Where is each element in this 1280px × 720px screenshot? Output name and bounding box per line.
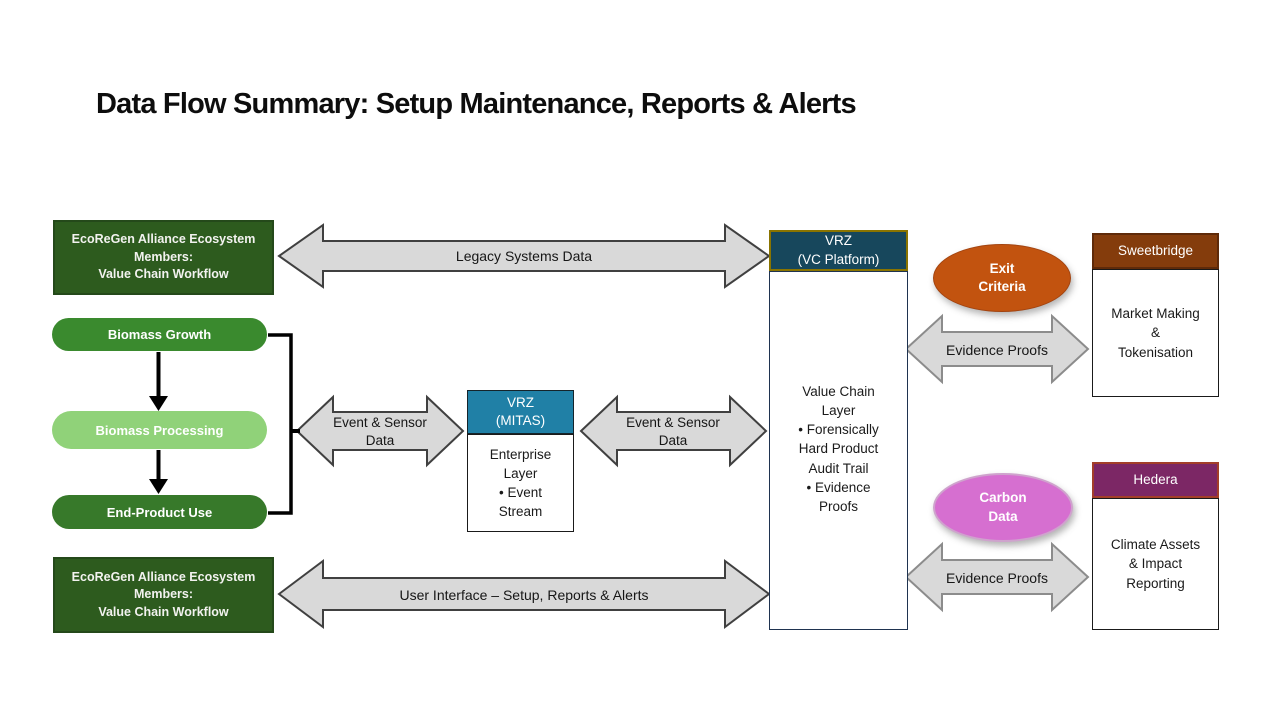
- evidence-proofs-bottom-label: Evidence Proofs: [946, 570, 1048, 586]
- user-interface-arrow-label: User Interface – Setup, Reports & Alerts: [399, 587, 649, 603]
- hedera-header: Hedera: [1092, 462, 1219, 498]
- vc-platform-header: VRZ (VC Platform): [769, 230, 908, 271]
- step-arrow-1-head: [149, 396, 168, 411]
- members-box-bottom: EcoReGen Alliance Ecosystem Members: Val…: [53, 557, 274, 633]
- vc-platform-body: Value Chain Layer • Forensically Hard Pr…: [769, 271, 908, 630]
- legacy-systems-arrow-label: Legacy Systems Data: [455, 248, 593, 264]
- event-sensor-arrow-left: [295, 394, 465, 468]
- event-sensor-arrow-left-label: Event & Sensor Data: [333, 415, 427, 448]
- mitas-panel-body: Enterprise Layer • Event Stream: [467, 434, 574, 532]
- exit-criteria-ellipse: Exit Criteria: [933, 244, 1071, 312]
- workflow-step-biomass-processing: Biomass Processing: [52, 411, 267, 449]
- sweetbridge-header: Sweetbridge: [1092, 233, 1219, 269]
- evidence-proofs-arrow-top: [904, 313, 1090, 385]
- members-box-top: EcoReGen Alliance Ecosystem Members: Val…: [53, 220, 274, 295]
- event-sensor-arrow-right: [579, 394, 768, 468]
- hedera-body: Climate Assets & Impact Reporting: [1092, 498, 1219, 630]
- event-sensor-arrow-right-label: Event & Sensor Data: [626, 415, 720, 448]
- step-arrow-2-head: [149, 479, 168, 494]
- mitas-panel-header: VRZ (MITAS): [467, 390, 574, 434]
- workflow-step-biomass-growth: Biomass Growth: [52, 318, 267, 351]
- sweetbridge-body: Market Making & Tokenisation: [1092, 269, 1219, 397]
- workflow-bracket: [268, 333, 293, 515]
- evidence-proofs-arrow-bottom: [904, 541, 1090, 613]
- workflow-step-end-product-use: End-Product Use: [52, 495, 267, 529]
- evidence-proofs-top-label: Evidence Proofs: [946, 342, 1048, 358]
- carbon-data-ellipse: Carbon Data: [933, 473, 1073, 542]
- page-title: Data Flow Summary: Setup Maintenance, Re…: [96, 88, 857, 120]
